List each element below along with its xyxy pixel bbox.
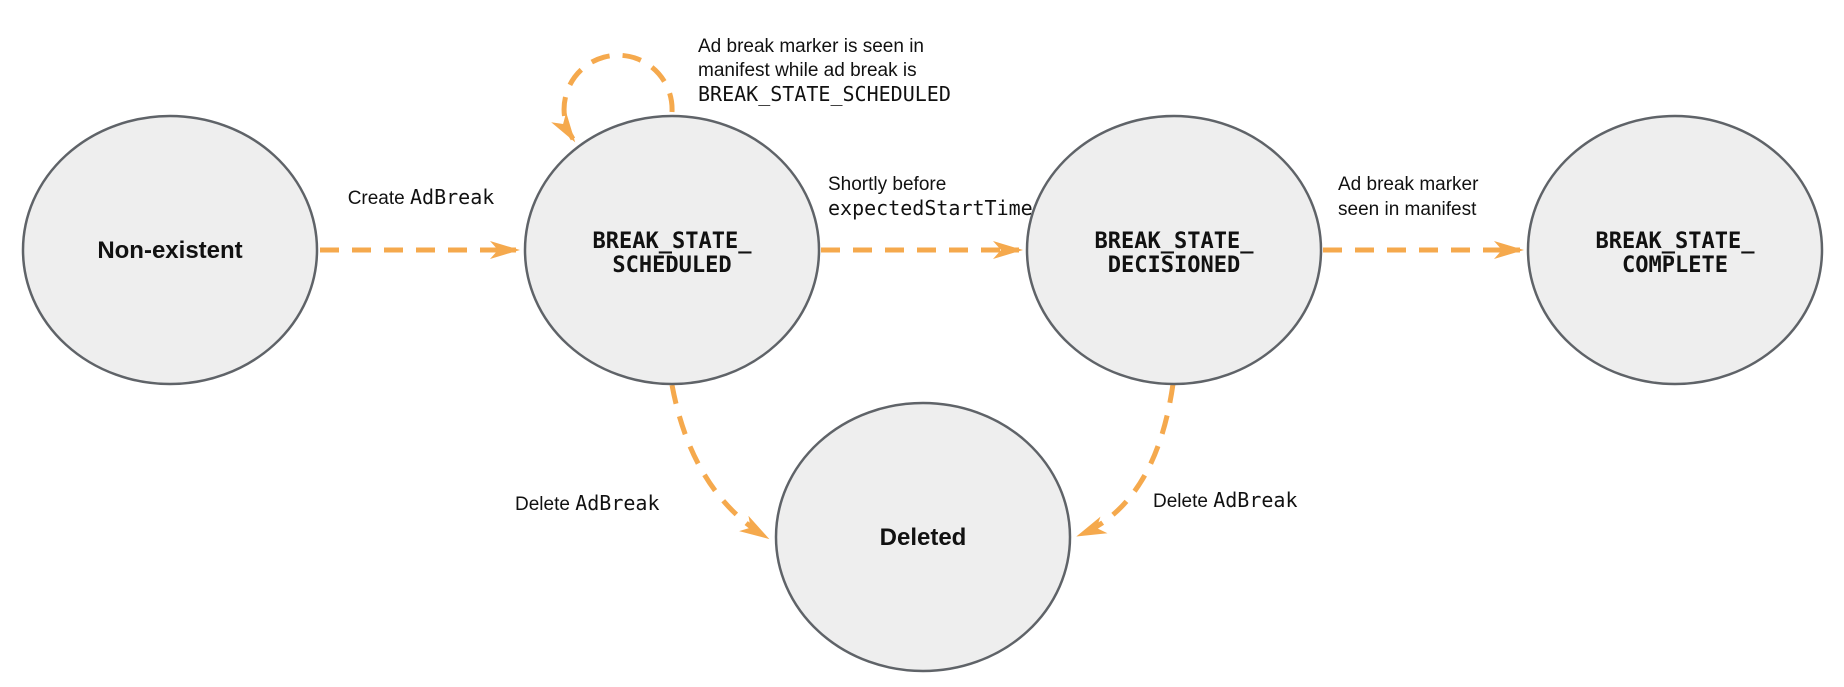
labels: Non-existent BREAK_STATE_ SCHEDULED BREA… (97, 36, 1755, 551)
state-node-break-state-complete (1526, 114, 1824, 386)
edge-label-delete-right: Delete AdBreak (1153, 488, 1298, 512)
node-label-complete-line1: BREAK_STATE_ (1596, 229, 1756, 254)
edge-label-self-loop-line2: manifest while ad break is (698, 60, 917, 81)
node-label-scheduled-line2: SCHEDULED (612, 253, 731, 278)
state-node-non-existent (21, 114, 319, 386)
state-node-deleted (774, 401, 1072, 673)
state-node-break-state-scheduled (523, 114, 821, 386)
node-label-complete-line2: COMPLETE (1622, 253, 1728, 278)
edge-label-delete-right-prefix: Delete (1153, 491, 1213, 512)
edge-label-delete-right-code: AdBreak (1213, 488, 1297, 512)
edge-label-create-code: AdBreak (410, 185, 494, 209)
edge-self-loop-scheduled (551, 52, 675, 143)
edge-scheduled-to-deleted (669, 384, 770, 540)
node-label-decisioned-line1: BREAK_STATE_ (1095, 229, 1255, 254)
state-node-break-state-decisioned (1025, 114, 1323, 386)
edge-label-seen-line2: seen in manifest (1338, 199, 1477, 220)
node-label-deleted: Deleted (880, 524, 967, 551)
edge-label-delete-left-prefix: Delete (515, 494, 575, 515)
edge-label-seen-line1: Ad break marker (1338, 174, 1479, 195)
edge-decisioned-to-deleted (1076, 383, 1176, 538)
node-label-decisioned-line2: DECISIONED (1108, 253, 1240, 278)
node-label-non-existent: Non-existent (97, 237, 242, 264)
edge-label-self-loop-code: BREAK_STATE_SCHEDULED (698, 82, 951, 106)
edge-label-delete-left: Delete AdBreak (515, 491, 660, 515)
edge-label-create-prefix: Create (348, 188, 410, 209)
edge-label-decision-line1: Shortly before (828, 174, 946, 195)
edge-label-create-adbreak: Create AdBreak (348, 185, 495, 209)
edge-label-self-loop-line1: Ad break marker is seen in (698, 36, 924, 57)
edge-label-delete-left-code: AdBreak (575, 491, 659, 515)
edges (320, 52, 1524, 540)
node-label-scheduled-line1: BREAK_STATE_ (593, 229, 753, 254)
edge-label-decision-code: expectedStartTime (828, 196, 1033, 220)
nodes (21, 114, 1824, 673)
